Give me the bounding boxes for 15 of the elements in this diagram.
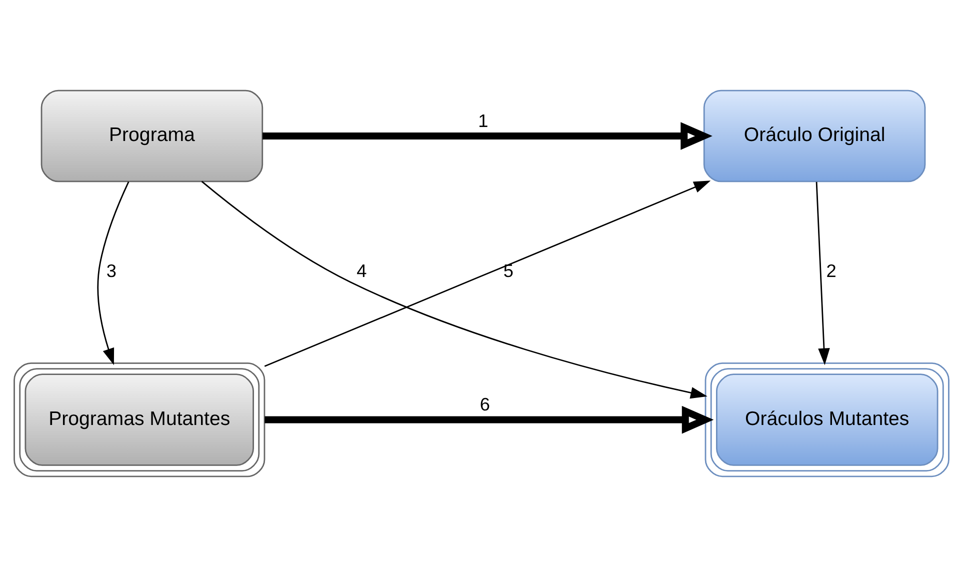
node-box: Oráculos Mutantes <box>704 362 950 477</box>
node-box: Oráculo Original <box>703 89 926 182</box>
node-box: Programa <box>40 89 264 182</box>
arrow <box>816 181 830 365</box>
arrow <box>201 180 708 398</box>
arrow <box>264 405 714 434</box>
arrow <box>262 122 712 150</box>
node-box: Programas Mutantes <box>14 362 266 477</box>
edge-label: 4 <box>356 260 367 281</box>
edge-label: 1 <box>478 110 488 130</box>
edge-label: 6 <box>480 394 490 414</box>
edge-label: 3 <box>106 260 116 281</box>
edge-label: 2 <box>826 260 836 281</box>
arrow <box>97 181 130 365</box>
arrow <box>264 180 711 366</box>
